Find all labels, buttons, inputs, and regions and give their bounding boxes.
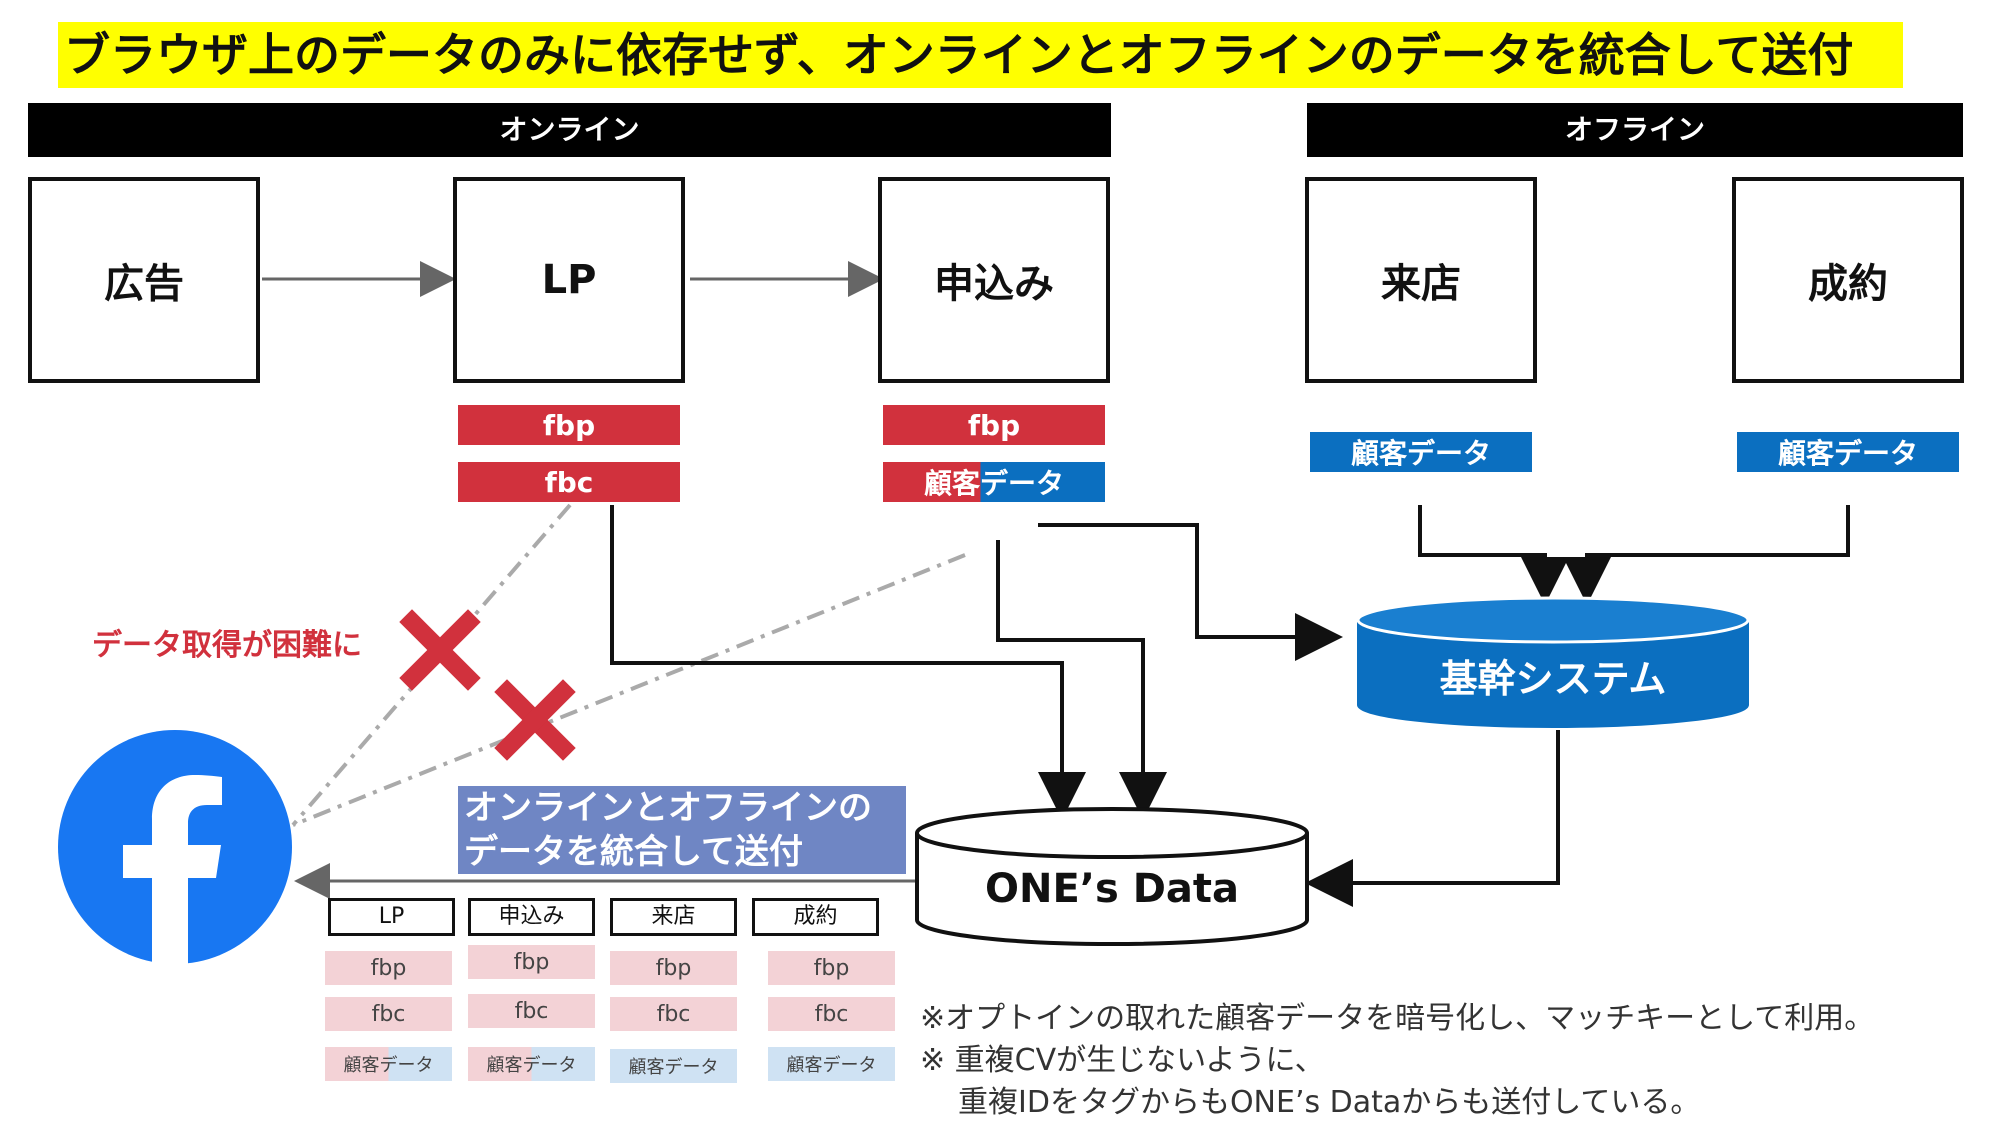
line-apply-to-onesdata — [996, 540, 1167, 820]
table-cell-visit-fbp: fbp — [610, 951, 737, 985]
line-lp-to-onesdata — [610, 505, 1086, 820]
fail-label: データ取得が困難に — [92, 628, 362, 663]
onesdata-cylinder — [915, 807, 1309, 946]
red-x-icon — [399, 609, 481, 691]
tag-visit-customer: 顧客データ — [1310, 432, 1532, 472]
table-cell-contract-fbc: fbc — [768, 997, 895, 1031]
red-x-icon — [494, 679, 576, 761]
line-contract-to-core — [1563, 505, 1850, 605]
table-header-lp: LP — [328, 898, 455, 936]
merge-label: オンラインとオフラインのデータを統合して送付 — [458, 786, 906, 874]
failed-line-apply — [292, 553, 966, 827]
line-core-to-onesdata — [1305, 730, 1560, 907]
table-cell-apply-fbp: fbp — [468, 945, 595, 979]
table-cell-apply-fbc: fbc — [468, 994, 595, 1028]
table-cell-apply-customer: 顧客データ — [468, 1047, 595, 1081]
table-cell-lp-customer: 顧客データ — [325, 1047, 452, 1081]
step-lp: LP — [453, 177, 685, 383]
note-line-1: ※オプトインの取れた顧客データを暗号化し、マッチキーとして利用。 — [920, 1001, 1875, 1036]
facebook-logo-icon — [58, 730, 292, 964]
table-cell-contract-customer: 顧客データ — [768, 1047, 895, 1081]
table-cell-contract-fbp: fbp — [768, 951, 895, 985]
tag-lp-fbp: fbp — [458, 405, 680, 445]
step-ad: 広告 — [28, 177, 260, 383]
page-title: ブラウザ上のデータのみに依存せず、オンラインとオフラインのデータを統合して送付 — [58, 22, 1903, 88]
step-visit: 来店 — [1305, 177, 1537, 383]
step-contract: 成約 — [1732, 177, 1964, 383]
failed-line-lp — [291, 503, 572, 827]
online-band: オンライン — [28, 103, 1111, 157]
table-cell-lp-fbc: fbc — [325, 997, 452, 1031]
table-header-apply: 申込み — [468, 898, 595, 936]
note-line-2: ※ 重複CVが生じないように、 — [920, 1043, 1325, 1078]
table-header-contract: 成約 — [752, 898, 879, 936]
tag-contract-customer: 顧客データ — [1737, 432, 1959, 472]
tag-lp-fbc: fbc — [458, 462, 680, 502]
step-apply: 申込み — [878, 177, 1110, 383]
core-system-label: 基幹システム — [1439, 657, 1667, 701]
line-visit-to-core — [1418, 505, 1569, 605]
onesdata-label: ONE’s Data — [984, 866, 1240, 912]
table-cell-lp-fbp: fbp — [325, 951, 452, 985]
line-apply-to-core — [1038, 523, 1343, 661]
table-cell-visit-customer: 顧客データ — [610, 1049, 737, 1083]
tag-apply-customer: 顧客データ — [883, 462, 1105, 502]
note-line-3: 重複IDをタグからもONE’s Dataからも送付している。 — [958, 1085, 1701, 1120]
offline-band: オフライン — [1307, 103, 1963, 157]
tag-apply-fbp: fbp — [883, 405, 1105, 445]
table-cell-visit-fbc: fbc — [610, 997, 737, 1031]
table-header-visit: 来店 — [610, 898, 737, 936]
core-system-cylinder — [1356, 596, 1750, 728]
